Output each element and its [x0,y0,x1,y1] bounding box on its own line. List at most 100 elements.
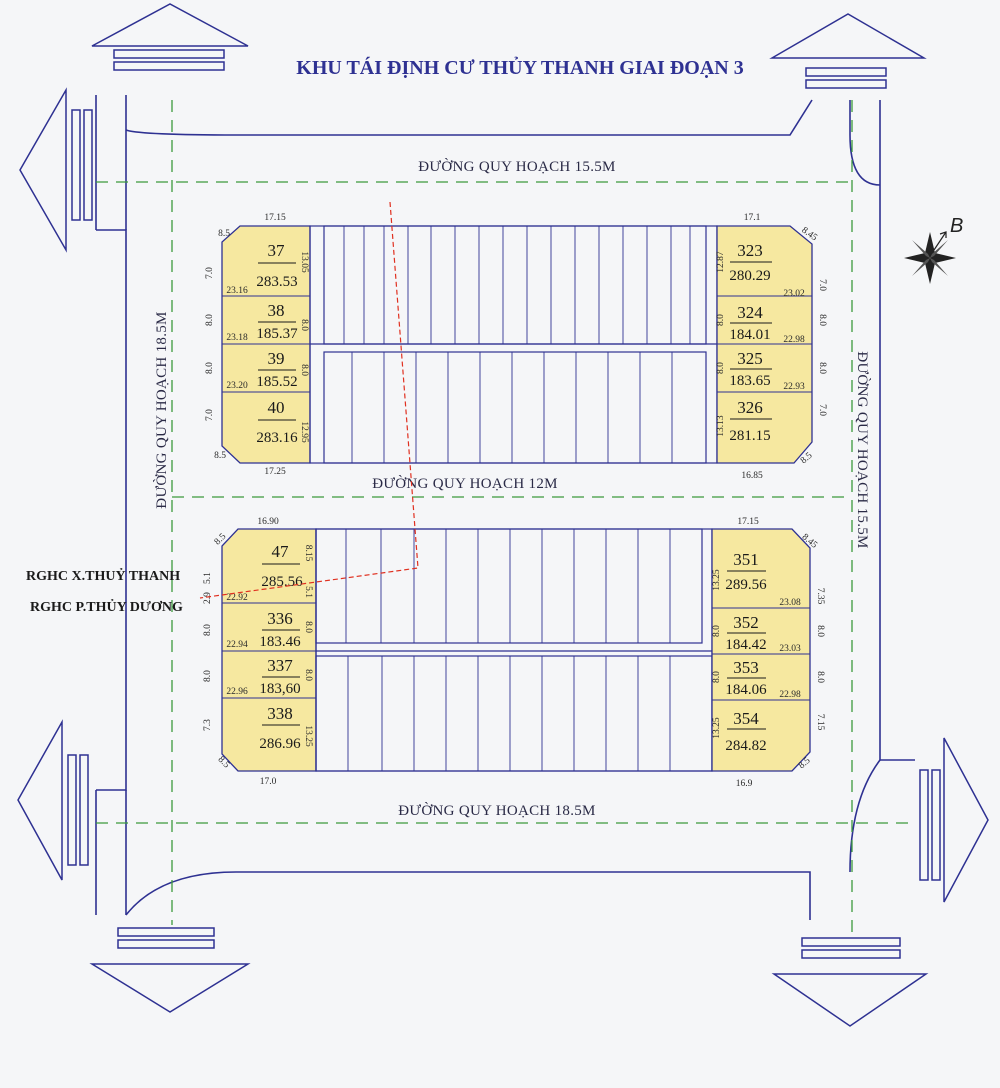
plan-title: KHU TÁI ĐỊNH CƯ THỦY THANH GIAI ĐOẠN 3 [296,56,743,79]
svg-text:8.15: 8.15 [303,545,313,562]
svg-text:13.25: 13.25 [303,725,313,747]
lot-337[interactable]: 337 183,60 [259,656,300,697]
svg-text:8.0: 8.0 [817,362,827,374]
lot-353[interactable]: 353 184.06 [725,658,767,698]
svg-text:8.0: 8.0 [712,625,722,637]
svg-text:8.0: 8.0 [299,319,309,331]
svg-text:183.46: 183.46 [259,634,301,650]
lot-352[interactable]: 352 184.42 [725,613,766,653]
svg-text:22.94: 22.94 [226,640,248,650]
svg-text:324: 324 [737,303,763,322]
svg-text:13.05: 13.05 [299,251,309,273]
svg-text:338: 338 [267,704,293,723]
svg-text:12.95: 12.95 [299,421,309,443]
svg-text:183,60: 183,60 [259,681,300,697]
svg-text:183.65: 183.65 [729,373,770,389]
block-top-left-lots [221,225,311,464]
svg-text:17.25: 17.25 [264,467,286,477]
svg-text:7.0: 7.0 [205,409,215,421]
svg-text:337: 337 [267,656,293,675]
svg-text:184.42: 184.42 [725,637,766,653]
svg-text:8.0: 8.0 [716,314,726,326]
svg-text:8.0: 8.0 [303,621,313,633]
svg-text:23.02: 23.02 [783,289,805,299]
svg-text:8.5: 8.5 [218,229,230,239]
svg-text:283.16: 283.16 [256,430,298,446]
lot-324[interactable]: 324 184.01 [729,303,772,343]
svg-text:37: 37 [268,241,286,260]
road-label-bottom: ĐƯỜNG QUY HOẠCH 18.5M [398,802,595,819]
svg-text:22.92: 22.92 [226,593,248,603]
lot-354[interactable]: 354 284.82 [725,709,766,754]
svg-text:39: 39 [268,349,285,368]
svg-text:354: 354 [733,709,759,728]
svg-text:185.37: 185.37 [256,326,298,342]
lot-325[interactable]: 325 183.65 [729,349,772,389]
svg-text:289.56: 289.56 [725,577,767,593]
svg-text:40: 40 [268,398,285,417]
arrow-east-bottom [919,737,989,903]
lot-336[interactable]: 336 183.46 [259,609,301,650]
road-label-top: ĐƯỜNG QUY HOẠCH 15.5M [418,158,615,175]
block-bottom-right-lots [711,528,811,772]
lot-39[interactable]: 39 185.52 [256,349,297,390]
block-top-right-lots [716,225,813,464]
svg-text:352: 352 [733,613,759,632]
svg-text:7.0: 7.0 [817,279,827,291]
svg-text:8.0: 8.0 [716,362,726,374]
svg-text:17.15: 17.15 [737,517,759,527]
svg-text:22.96: 22.96 [226,687,248,697]
svg-text:16.90: 16.90 [257,517,279,527]
svg-text:23.18: 23.18 [226,333,248,343]
svg-text:22.98: 22.98 [783,335,805,345]
compass-label: B [950,215,963,237]
svg-text:13.25: 13.25 [712,569,722,591]
svg-text:17.1: 17.1 [744,213,761,223]
arrow-west-bottom [17,719,89,881]
svg-text:5.1: 5.1 [303,586,313,598]
lot-38[interactable]: 38 185.37 [256,301,298,342]
svg-text:16.9: 16.9 [736,779,753,789]
svg-text:13.25: 13.25 [712,717,722,739]
road-centerlines [96,100,912,935]
lot-351[interactable]: 351 289.56 [725,550,767,593]
dims-top-left: 17.15 8.5 17.25 8.5 23.16 23.18 23.20 7.… [205,213,309,477]
svg-text:353: 353 [733,658,759,677]
arrow-south-right [771,937,929,1027]
svg-text:8.0: 8.0 [205,362,215,374]
svg-text:284.82: 284.82 [725,738,766,754]
svg-text:8.0: 8.0 [712,671,722,683]
admin-boundary-line [199,201,419,599]
lot-323[interactable]: 323 280.29 [729,241,772,284]
lot-47[interactable]: 47 285.56 [261,542,303,590]
svg-text:5.1: 5.1 [203,572,213,584]
road-network [95,95,915,920]
svg-text:184.01: 184.01 [729,327,770,343]
dims-top-right: 17.1 8.45 16.85 8.5 23.02 22.98 22.93 7.… [716,213,827,481]
svg-text:7.3: 7.3 [203,719,213,731]
svg-text:8.5: 8.5 [214,451,226,461]
svg-text:283.53: 283.53 [256,274,297,290]
lot-338[interactable]: 338 286.96 [259,704,301,752]
svg-text:323: 323 [737,241,763,260]
lot-37[interactable]: 37 283.53 [256,241,297,290]
svg-text:17.0: 17.0 [260,777,277,787]
svg-text:38: 38 [268,301,285,320]
svg-text:22.98: 22.98 [779,690,801,700]
arrow-west-top [19,87,93,253]
svg-text:23.08: 23.08 [779,598,801,608]
block-bottom-left-lots [221,528,317,772]
road-label-middle: ĐƯỜNG QUY HOẠCH 12M [372,475,558,492]
svg-text:8.0: 8.0 [205,314,215,326]
svg-text:281.15: 281.15 [729,428,770,444]
svg-text:7.0: 7.0 [205,267,215,279]
road-label-right: ĐƯỜNG QUY HOẠCH 15.5M [854,351,871,548]
svg-text:8.0: 8.0 [303,669,313,681]
lot-326[interactable]: 326 281.15 [729,398,772,444]
svg-text:12.87: 12.87 [716,251,726,273]
svg-text:7.0: 7.0 [817,404,827,416]
lot-40[interactable]: 40 283.16 [256,398,298,446]
block-top-middle-grid [309,225,718,464]
svg-text:8.0: 8.0 [815,625,825,637]
